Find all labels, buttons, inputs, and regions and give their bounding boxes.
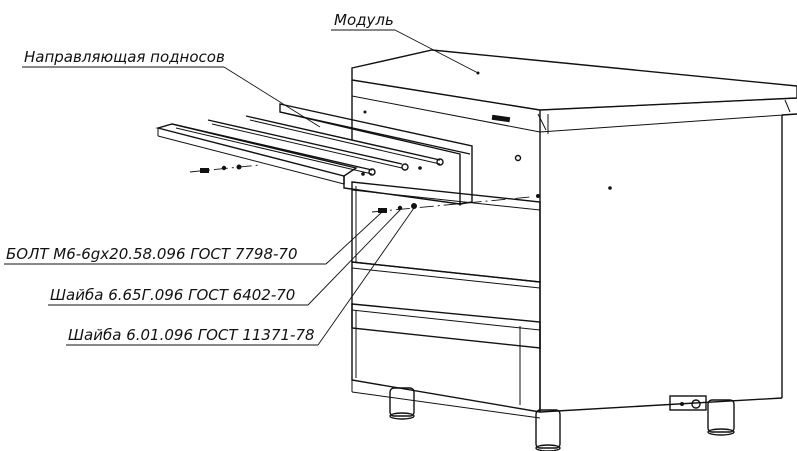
fastener-set-lower xyxy=(371,196,531,213)
label-guide-text: Направляющая подносов xyxy=(24,48,225,66)
label-washer-flat-text: Шайба 6.01.096 ГОСТ 11371-78 xyxy=(68,326,315,344)
fastener-set-upper xyxy=(189,164,261,173)
label-washer-spring: Шайба 6.65Г.096 ГОСТ 6402-70 xyxy=(48,209,401,306)
leg-front-right xyxy=(535,409,561,451)
module-cabinet xyxy=(351,49,797,419)
label-washer-flat: Шайба 6.01.096 ГОСТ 11371-78 xyxy=(66,207,415,346)
label-module: Модуль xyxy=(331,11,479,74)
label-bolt: БОЛТ М6-6gх20.58.096 ГОСТ 7798-70 xyxy=(4,211,383,265)
leg-rear-right xyxy=(669,395,735,436)
leg-front-left xyxy=(389,387,415,420)
tray-guide xyxy=(155,103,473,206)
label-bolt-text: БОЛТ М6-6gх20.58.096 ГОСТ 7798-70 xyxy=(6,245,298,263)
label-module-text: Модуль xyxy=(334,11,394,29)
label-guide: Направляющая подносов xyxy=(22,48,321,128)
label-washer-spring-text: Шайба 6.65Г.096 ГОСТ 6402-70 xyxy=(50,286,295,304)
